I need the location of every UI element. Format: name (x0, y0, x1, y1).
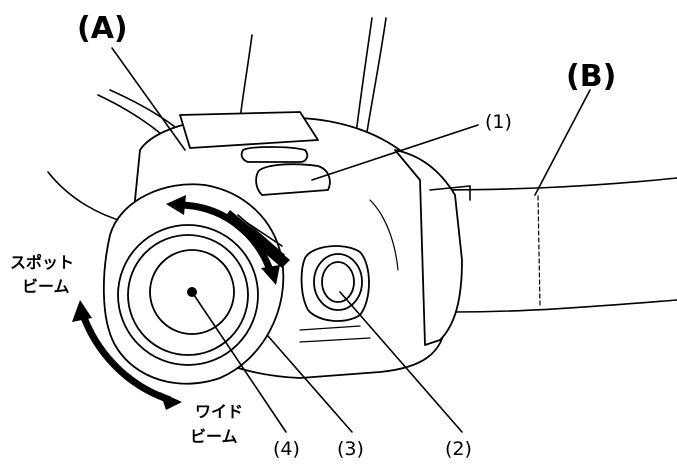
label-a: (A) (77, 11, 128, 46)
label-2: (2) (445, 438, 472, 460)
wide-beam-label-line2: ビーム (190, 427, 238, 446)
lamp-housing (102, 111, 471, 385)
label-1: (1) (485, 111, 512, 133)
spot-beam-label-line1: スポット (10, 253, 74, 272)
leader-lines (111, 47, 591, 433)
label-4: (4) (273, 438, 300, 460)
beam-arrow (72, 300, 182, 410)
rotation-arrow-bezel (166, 195, 280, 285)
wide-beam-label-line1: ワイド (195, 402, 243, 421)
spot-beam-label-line2: ビーム (22, 277, 70, 296)
label-b: (B) (566, 59, 616, 94)
label-3: (3) (337, 438, 364, 460)
